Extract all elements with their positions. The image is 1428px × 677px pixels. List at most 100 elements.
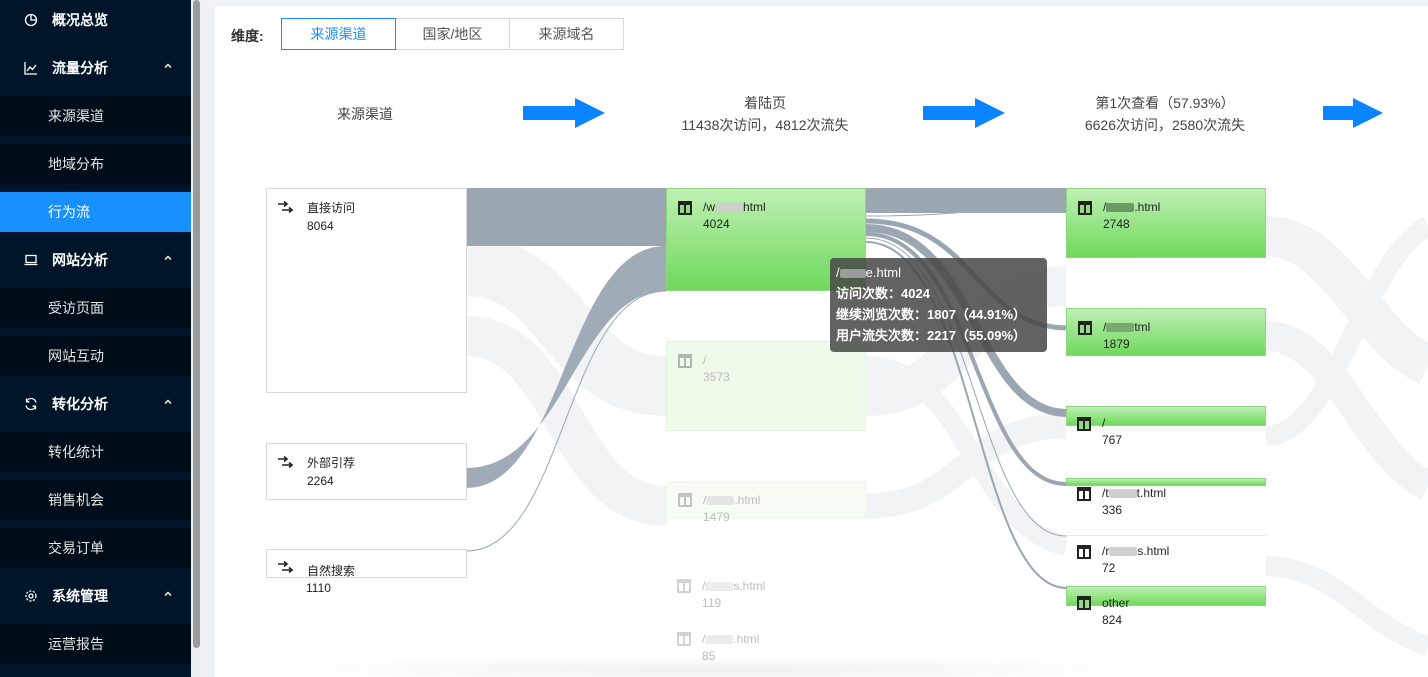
landing-node[interactable]: /.html 85 [666, 628, 866, 664]
page-layout-icon [1078, 321, 1092, 335]
menu-conversion-analysis-label: 转化分析 [52, 396, 108, 412]
tab-source-domain[interactable]: 来源域名 [509, 18, 624, 50]
flow-links [464, 188, 1428, 656]
menu-conversion-analysis[interactable]: 转化分析 [0, 384, 191, 424]
page-layout-icon [1077, 417, 1091, 431]
source-node-name: 自然搜索 [307, 564, 356, 578]
node-tooltip: /e.html 访问次数：4024 继续浏览次数：1807（44.91%） 用户… [830, 258, 1047, 352]
landing-node-value: 4024 [703, 217, 730, 231]
landing-node-value: 85 [702, 648, 715, 665]
menu-system-management[interactable]: 系统管理 [0, 576, 191, 616]
menu-conversion-stats[interactable]: 转化统计 [0, 432, 191, 472]
page-layout-icon [677, 632, 691, 646]
bottom-shadow [255, 656, 1175, 677]
settings-icon [24, 589, 38, 603]
tooltip-visits: 访问次数：4024 [836, 286, 930, 301]
chevron-up-icon [164, 63, 172, 68]
sidebar-scrollbar[interactable] [193, 0, 200, 648]
shuffle-icon [278, 200, 293, 214]
behavior-flow-panel: 维度: 来源渠道 国家/地区 来源域名 来源渠道 着陆页 11438次访问，48… [215, 0, 1428, 677]
column-title-landing: 着陆页 [744, 95, 786, 111]
first-view-node-name: other [1102, 596, 1130, 610]
column-header-first-view: 第1次查看（57.93%） 6626次访问，2580次流失 [1045, 92, 1285, 136]
sync-icon [24, 397, 38, 411]
menu-site-analysis[interactable]: 网站分析 [0, 240, 191, 280]
chevron-up-icon [164, 399, 172, 404]
first-view-node-value: 1879 [1103, 337, 1130, 351]
menu-operation-report-label: 运营报告 [48, 636, 104, 652]
landing-node-value: 119 [702, 596, 722, 610]
landing-node-name: /.html [703, 493, 761, 507]
chevron-up-icon [164, 591, 172, 596]
first-view-node-name: /.html [1103, 200, 1161, 214]
landing-node-name: / [703, 353, 707, 367]
landing-node-name: /.html [702, 632, 760, 646]
landing-node-name: /s.html [702, 579, 766, 593]
page-layout-icon [678, 201, 692, 215]
menu-region[interactable]: 地域分布 [0, 144, 191, 184]
flow-arrow-icon [923, 98, 1005, 128]
first-view-node-name: /tml [1103, 320, 1151, 334]
source-node-direct[interactable]: 直接访问 8064 [266, 188, 467, 393]
menu-region-label: 地域分布 [48, 156, 104, 172]
first-view-node[interactable] [1066, 406, 1266, 426]
source-node-referral[interactable]: 外部引荐 2264 [266, 443, 467, 500]
menu-trade-orders[interactable]: 交易订单 [0, 528, 191, 568]
first-view-node[interactable]: /.html 2748 [1066, 188, 1266, 258]
tooltip-title: /e.html [836, 265, 902, 280]
landing-node[interactable]: / 3573 [666, 341, 866, 431]
column-subtitle-landing: 11438次访问，4812次流失 [681, 117, 849, 133]
landing-node-value: 3573 [703, 370, 730, 384]
page-layout-icon [678, 493, 692, 507]
menu-overview-label: 概况总览 [52, 12, 108, 28]
flow-arrow-icon [523, 98, 605, 128]
laptop-icon [24, 253, 38, 267]
menu-visited-pages-label: 受访页面 [48, 300, 104, 316]
column-subtitle-first-view: 6626次访问，2580次流失 [1084, 117, 1246, 133]
menu-traffic-analysis[interactable]: 流量分析 [0, 48, 191, 88]
shuffle-icon [278, 560, 293, 574]
menu-source-channel[interactable]: 来源渠道 [0, 96, 191, 136]
tooltip-lost: 用户流失次数：2217（55.09%） [836, 328, 1027, 343]
page-layout-icon [677, 579, 691, 593]
first-view-node-value: 2748 [1103, 217, 1130, 231]
menu-system-management-label: 系统管理 [52, 588, 108, 604]
column-title-source: 来源渠道 [337, 106, 393, 122]
sidebar: 概况总览 流量分析 来源渠道 地域分布 行为流 网站分析 受访页面 网站互动 转… [0, 0, 191, 677]
page-layout-icon [1077, 545, 1091, 559]
menu-trade-orders-label: 交易订单 [48, 540, 104, 556]
first-view-node-name: / [1102, 416, 1106, 430]
menu-behavior-flow[interactable]: 行为流 [0, 192, 191, 232]
menu-site-interaction[interactable]: 网站互动 [0, 336, 191, 376]
first-view-node-body [1066, 486, 1266, 536]
menu-source-channel-label: 来源渠道 [48, 108, 104, 124]
page-layout-icon [1078, 201, 1092, 215]
source-node-name: 直接访问 [307, 201, 356, 215]
column-header-source: 来源渠道 [300, 103, 430, 125]
line-chart-icon [24, 61, 38, 75]
column-title-first-view: 第1次查看（57.93%） [1095, 95, 1235, 111]
first-view-node-value: 767 [1102, 433, 1123, 447]
tab-source-channel[interactable]: 来源渠道 [281, 18, 396, 50]
menu-sales-opportunity[interactable]: 销售机会 [0, 480, 191, 520]
landing-node[interactable]: /.html 1479 [666, 481, 866, 524]
landing-node-value: 1479 [703, 510, 730, 524]
first-view-node-value: 336 [1102, 503, 1123, 517]
first-view-node[interactable] [1066, 478, 1266, 486]
first-view-node[interactable]: /tml 1879 [1066, 308, 1266, 356]
menu-visited-pages[interactable]: 受访页面 [0, 288, 191, 328]
menu-overview[interactable]: 概况总览 [0, 0, 191, 40]
first-view-node[interactable] [1066, 586, 1266, 606]
menu-site-analysis-label: 网站分析 [52, 252, 108, 268]
landing-node[interactable]: /s.html 119 [666, 576, 866, 612]
menu-traffic-analysis-label: 流量分析 [52, 60, 108, 76]
tooltip-continue: 继续浏览次数：1807（44.91%） [836, 307, 1027, 322]
page-layout-icon [1077, 487, 1091, 501]
first-view-node-value: 72 [1102, 561, 1116, 575]
chevron-up-icon [164, 255, 172, 260]
source-node-organic-search[interactable]: 自然搜索 [266, 549, 467, 578]
menu-operation-report[interactable]: 运营报告 [0, 624, 191, 664]
menu-conversion-stats-label: 转化统计 [48, 444, 104, 460]
